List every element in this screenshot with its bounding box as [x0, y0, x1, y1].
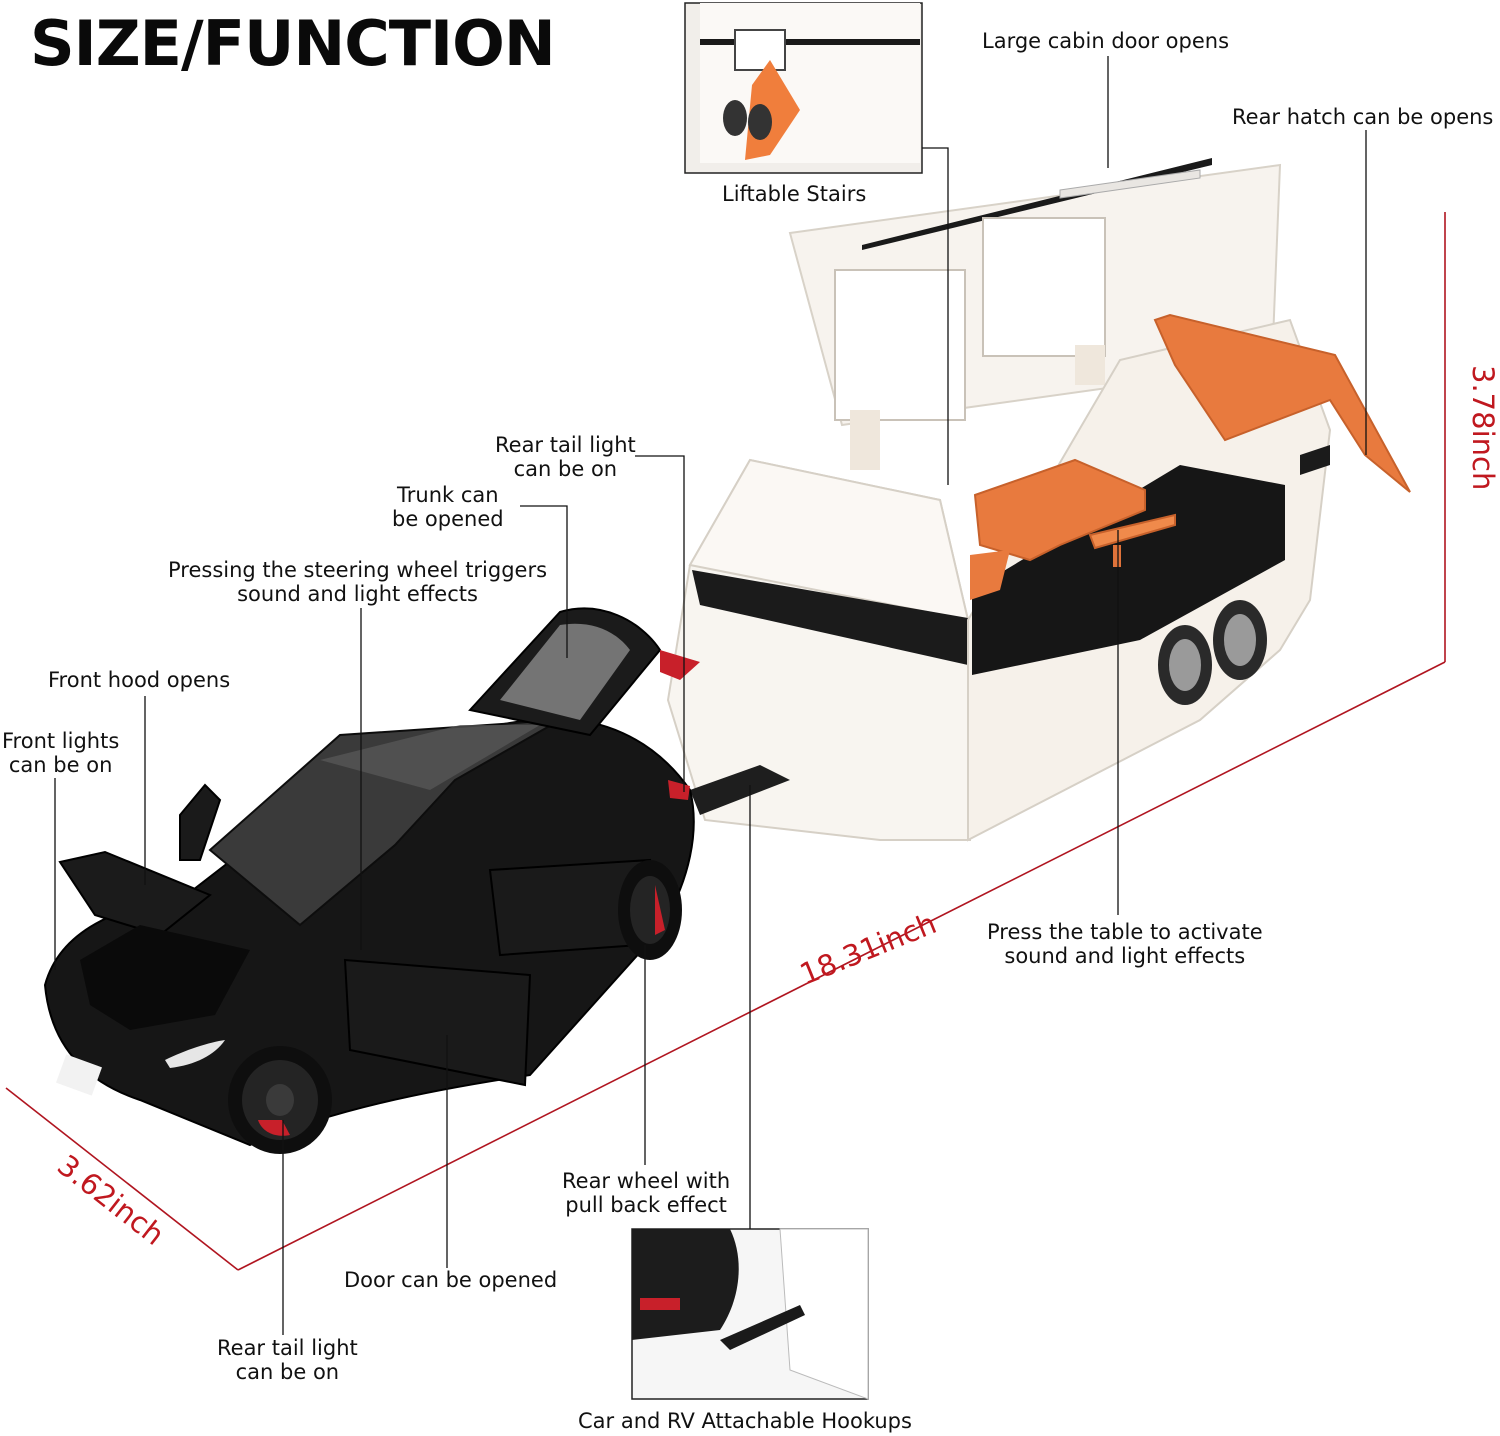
callout-large-cabin-door: Large cabin door opens [982, 29, 1230, 53]
roof-window-right [982, 217, 1106, 357]
sofa [973, 458, 1146, 562]
leader-trunk [520, 505, 568, 658]
open-hood [58, 850, 212, 937]
leader-liftable-stairs [922, 147, 949, 485]
tow-bar [690, 765, 790, 815]
inset-liftable-stairs [684, 2, 923, 174]
callout-liftable-stairs: Liftable Stairs [722, 182, 867, 206]
callout-steering-wheel: Pressing the steering wheel triggers sou… [168, 558, 548, 606]
tail-light-rear [668, 780, 690, 800]
callout-hookups: Car and RV Attachable Hookups [578, 1409, 912, 1433]
callout-table: Press the table to activate sound and li… [987, 920, 1263, 968]
rv-trailer [666, 158, 1411, 842]
leader-rear-tail-light-top [635, 455, 685, 792]
rv-wheels [1158, 600, 1267, 705]
roof-window-left [834, 269, 966, 421]
rear-hatch [1153, 313, 1411, 493]
leader-lines [54, 56, 1367, 1335]
callout-rear-tail-light-top: Rear tail light can be on [495, 433, 636, 481]
callout-front-lights: Front lights can be on [2, 729, 120, 777]
callout-front-hood: Front hood opens [48, 668, 231, 692]
callout-rear-wheel: Rear wheel with pull back effect [562, 1169, 731, 1217]
callout-trunk: Trunk can be opened [392, 483, 504, 531]
page-title: SIZE/FUNCTION [30, 7, 556, 80]
open-door [343, 958, 532, 1087]
inset-hookups [631, 1228, 869, 1400]
height-dimension-label: 3.78inch [1466, 365, 1500, 491]
tail-light-top [660, 650, 700, 680]
callout-rear-hatch: Rear hatch can be opens [1232, 105, 1494, 129]
callout-door: Door can be opened [344, 1268, 558, 1292]
length-dimension-line [237, 661, 1446, 1271]
black-car [43, 607, 700, 1154]
table [1088, 513, 1176, 550]
headlight [165, 1040, 225, 1068]
dimension-lines [5, 212, 1446, 1271]
width-dimension-line [5, 1087, 239, 1271]
front-wheel [228, 1046, 332, 1154]
rear-wheel [618, 860, 682, 960]
callout-rear-tail-light-bottom: Rear tail light can be on [217, 1336, 358, 1384]
